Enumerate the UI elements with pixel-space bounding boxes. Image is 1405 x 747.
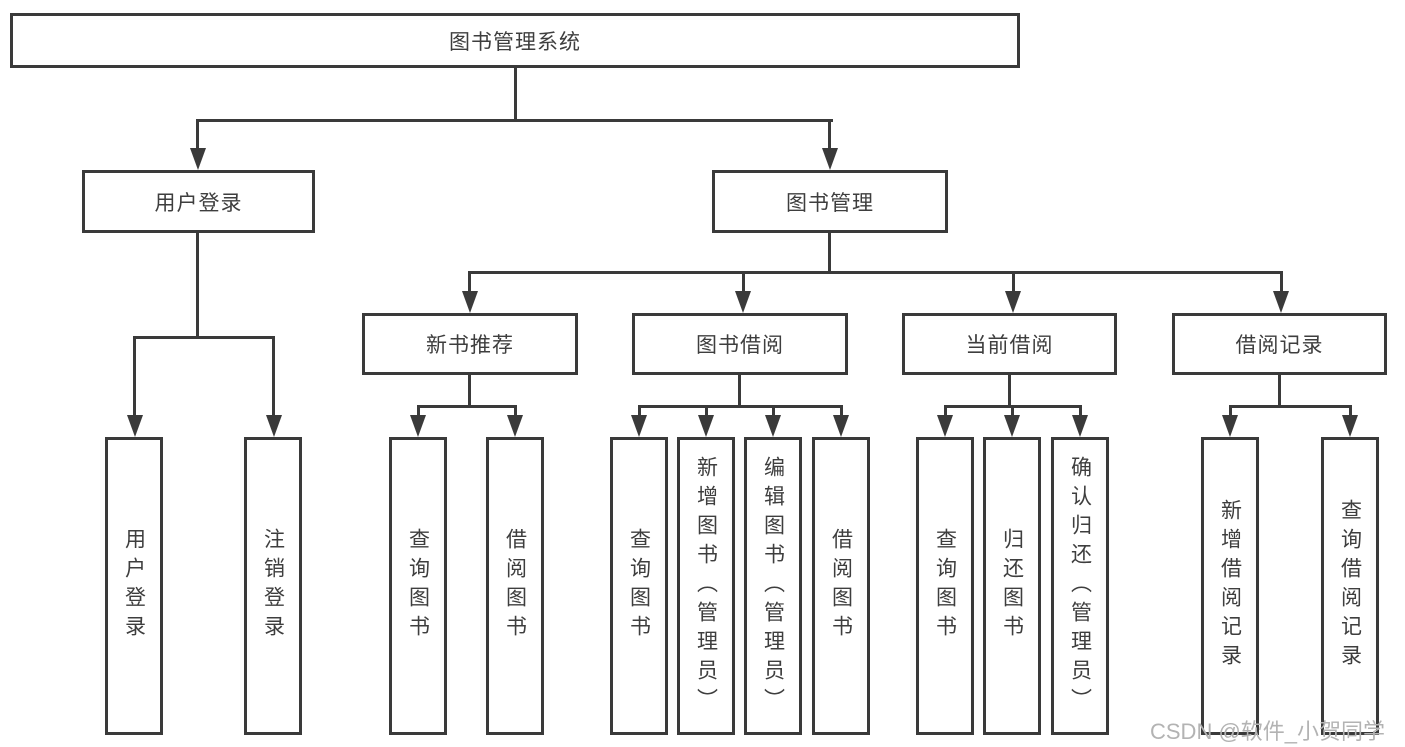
arrow-to-records <box>1273 291 1289 313</box>
node-book-management: 图书管理 <box>712 170 948 233</box>
node-label: 归还图书 <box>1000 528 1024 644</box>
connector-drop-leaf-3 <box>417 405 420 417</box>
arrow-to-leaf-13 <box>1342 415 1358 437</box>
connector-drop-user-login <box>196 119 199 150</box>
arrow-to-leaf-12 <box>1222 415 1238 437</box>
connector-drop-leaf-7 <box>772 405 775 417</box>
connector-newbook-stem <box>468 375 471 408</box>
connector-drop-leaf-2 <box>272 336 275 417</box>
node-label: 图书借阅 <box>696 334 784 357</box>
arrow-to-leaf-10 <box>1004 415 1020 437</box>
node-user-login: 用户登录 <box>82 170 315 233</box>
node-label: 当前借阅 <box>965 334 1054 357</box>
csdn-watermark: CSDN @软件_小贺同学 <box>1150 719 1386 744</box>
node-label: 用户登录 <box>154 191 243 215</box>
connector-records-stem <box>1278 375 1281 408</box>
leaf-add-borrow-record: 新增借阅记录 <box>1201 437 1259 735</box>
arrow-to-leaf-9 <box>937 415 953 437</box>
node-label: 新增借阅记录 <box>1218 499 1242 673</box>
connector-bookmgmt-hline <box>468 271 1282 274</box>
arrow-to-newbook <box>462 291 478 313</box>
connector-drop-leaf-1 <box>133 336 136 417</box>
arrow-to-leaf-7 <box>765 415 781 437</box>
node-root-library-system: 图书管理系统 <box>10 13 1020 68</box>
node-label: 新增图书（管理员） <box>694 455 718 717</box>
node-label: 查询借阅记录 <box>1338 499 1362 673</box>
leaf-add-books-admin: 新增图书（管理员） <box>677 437 735 735</box>
connector-drop-leaf-9 <box>944 405 947 417</box>
node-current-borrowing: 当前借阅 <box>902 313 1117 375</box>
node-label: 确认归还（管理员） <box>1068 455 1092 717</box>
connector-drop-leaf-12 <box>1229 405 1232 417</box>
connector-drop-leaf-11 <box>1079 405 1082 417</box>
leaf-borrow-books-recommend: 借阅图书 <box>486 437 544 735</box>
connector-borrow-stem <box>738 375 741 408</box>
connector-bookmgmt-stem <box>828 233 831 274</box>
arrow-to-leaf-8 <box>833 415 849 437</box>
leaf-confirm-return-admin: 确认归还（管理员） <box>1051 437 1109 735</box>
connector-root-stem <box>514 68 517 122</box>
node-book-borrowing: 图书借阅 <box>632 313 848 375</box>
leaf-edit-books-admin: 编辑图书（管理员） <box>744 437 802 735</box>
connector-userlogin-hline <box>133 336 275 339</box>
arrow-to-leaf-6 <box>698 415 714 437</box>
leaf-return-books: 归还图书 <box>983 437 1041 735</box>
arrow-to-leaf-4 <box>507 415 523 437</box>
connector-drop-newbook <box>468 271 471 293</box>
node-label: 图书管理系统 <box>449 30 581 54</box>
connector-drop-book-mgmt <box>828 119 831 150</box>
connector-drop-leaf-13 <box>1349 405 1352 417</box>
arrow-to-current <box>1005 291 1021 313</box>
leaf-user-login: 用户登录 <box>105 437 163 735</box>
arrow-to-leaf-11 <box>1072 415 1088 437</box>
leaf-logout: 注销登录 <box>244 437 302 735</box>
node-label: 查询图书 <box>627 528 651 644</box>
connector-drop-leaf-8 <box>840 405 843 417</box>
node-label: 图书管理 <box>786 191 874 215</box>
connector-drop-leaf-5 <box>638 405 641 417</box>
node-label: 借阅记录 <box>1235 334 1324 357</box>
connector-drop-leaf-10 <box>1011 405 1014 417</box>
leaf-query-books-current: 查询图书 <box>916 437 974 735</box>
arrow-to-book-mgmt <box>822 148 838 170</box>
node-label: 查询图书 <box>933 528 957 644</box>
node-label: 注销登录 <box>261 528 285 644</box>
node-label: 新书推荐 <box>426 334 514 357</box>
leaf-borrow-books-borrowing: 借阅图书 <box>812 437 870 735</box>
leaf-query-borrow-record: 查询借阅记录 <box>1321 437 1379 735</box>
arrow-to-leaf-5 <box>631 415 647 437</box>
connector-drop-leaf-6 <box>705 405 708 417</box>
connector-drop-current <box>1012 271 1015 293</box>
node-label: 借阅图书 <box>503 528 527 644</box>
arrow-to-leaf-2 <box>266 415 282 437</box>
connector-records-hline <box>1229 405 1352 408</box>
node-label: 借阅图书 <box>829 528 853 644</box>
node-borrowing-records: 借阅记录 <box>1172 313 1387 375</box>
connector-drop-leaf-4 <box>514 405 517 417</box>
leaf-query-books-recommend: 查询图书 <box>389 437 447 735</box>
node-label: 编辑图书（管理员） <box>761 455 785 717</box>
connector-drop-records <box>1280 271 1283 293</box>
connector-borrow-hline <box>638 405 843 408</box>
connector-current-stem <box>1008 375 1011 408</box>
leaf-query-books-borrowing: 查询图书 <box>610 437 668 735</box>
connector-userlogin-stem <box>196 233 199 339</box>
node-new-book-recommend: 新书推荐 <box>362 313 578 375</box>
connector-drop-borrow <box>742 271 745 293</box>
connector-root-hline <box>197 119 833 122</box>
arrow-to-leaf-1 <box>127 415 143 437</box>
node-label: 用户登录 <box>122 528 146 644</box>
connector-newbook-hline <box>417 405 517 408</box>
arrow-to-leaf-3 <box>410 415 426 437</box>
arrow-to-borrow <box>735 291 751 313</box>
arrow-to-user-login <box>190 148 206 170</box>
node-label: 查询图书 <box>406 528 430 644</box>
